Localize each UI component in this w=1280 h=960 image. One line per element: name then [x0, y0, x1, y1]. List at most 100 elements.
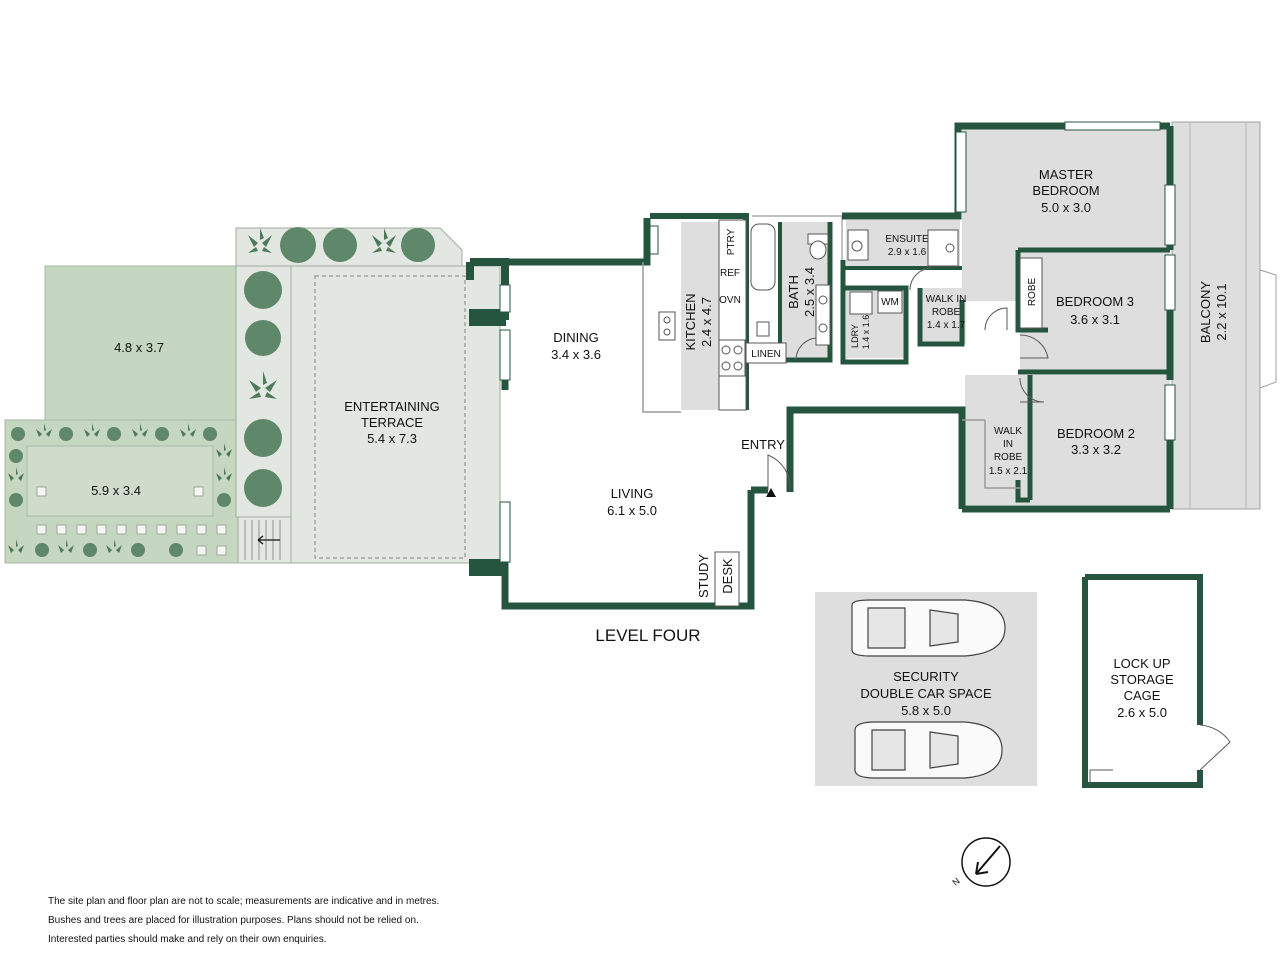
bedroom2-floor [965, 375, 1170, 505]
living-name: LIVING [611, 486, 654, 501]
balcony-name: BALCONY [1198, 281, 1213, 343]
robe-name: ROBE [1027, 278, 1038, 307]
ensuite-name: ENSUITE [885, 234, 929, 245]
desk-label: DESK [720, 558, 735, 594]
wir1-floor [922, 288, 966, 344]
master-bedroom-name: MASTER [1039, 167, 1093, 182]
storage-name-3: CAGE [1124, 688, 1161, 703]
terrace-dash [314, 275, 466, 559]
wir1-name-2: ROBE [932, 307, 961, 318]
disclaimer-line: Bushes and trees are placed for illustra… [48, 915, 419, 926]
wir1-name-1: WALK IN [926, 294, 967, 305]
master-bedroom-size: 5.0 x 3.0 [1041, 200, 1091, 215]
paver-squares [36, 486, 227, 556]
interior-floor [681, 121, 1277, 786]
bedroom2-name: BEDROOM 2 [1057, 426, 1135, 441]
balcony-floor [1171, 121, 1261, 510]
bath-toilet [756, 321, 770, 337]
toilet-bowl [809, 240, 827, 260]
hedge [8, 423, 232, 557]
bath-size: 2.5 x 3.4 [802, 267, 817, 317]
wm-label: WM [881, 297, 899, 308]
car-name-1: SECURITY [893, 669, 959, 684]
storage-name-2: STORAGE [1110, 672, 1174, 687]
bathtub [750, 223, 776, 291]
car-name-2: DOUBLE CAR SPACE [860, 686, 992, 701]
steps-arrow-icon [257, 535, 280, 545]
bedroom3-size: 3.6 x 3.1 [1070, 312, 1120, 327]
wir2-name-2: IN [1003, 439, 1013, 450]
disclaimer-line: Interested parties should make and rely … [48, 934, 327, 945]
entry-label: ENTRY [741, 437, 785, 452]
balcony-size: 2.2 x 10.1 [1214, 283, 1229, 340]
labels: MASTER BEDROOM 5.0 x 3.0 BEDROOM 3 3.6 x… [91, 167, 1229, 720]
wm-box [877, 290, 903, 314]
disclaimer: The site plan and floor plan are not to … [48, 892, 439, 949]
dining-name: DINING [553, 330, 599, 345]
plan-title: LEVEL FOUR [595, 626, 700, 645]
plants [8, 227, 435, 557]
wir1-size: 1.4 x 1.7 [927, 320, 966, 331]
storage-size: 2.6 x 5.0 [1117, 705, 1167, 720]
ensuite-size: 2.9 x 1.6 [888, 247, 927, 258]
garden-upper-size: 4.8 x 3.7 [114, 340, 164, 355]
living-size: 6.1 x 5.0 [607, 503, 657, 518]
storage-name-1: LOCK UP [1113, 656, 1170, 671]
kitchen-bench [718, 219, 747, 411]
fixtures [658, 219, 1043, 607]
balcony-ledge [1259, 269, 1277, 389]
compass-letter: N [950, 876, 961, 888]
wir2-size: 1.5 x 2.1 [989, 466, 1028, 477]
linen-box [745, 342, 787, 364]
fridge-label: REF [720, 268, 740, 279]
walls [466, 122, 1203, 788]
compass-icon [961, 837, 1011, 887]
terrace-name-2: TERRACE [361, 415, 423, 430]
garden-lower-size: 5.9 x 3.4 [91, 483, 141, 498]
laundry-tub [849, 291, 873, 315]
doors [767, 267, 1231, 785]
garden-lower-inner [26, 445, 214, 517]
shower-drain [945, 243, 955, 253]
laundry-size: 1.4 x 1.6 [861, 315, 871, 350]
study-label: STUDY [696, 554, 711, 598]
tree-icon [280, 227, 316, 263]
cooktop [718, 339, 746, 377]
tree-icon [401, 228, 435, 262]
desk-box [714, 551, 740, 607]
vanity [815, 284, 831, 346]
robe-box [1019, 257, 1043, 329]
oven-label: OVN [719, 295, 741, 306]
sink [818, 295, 828, 305]
terrace-size: 5.4 x 7.3 [367, 431, 417, 446]
sink [818, 323, 828, 333]
bedroom3-name: BEDROOM 3 [1056, 294, 1134, 309]
pantry-label: PTRY [726, 228, 737, 255]
car-size: 5.8 x 5.0 [901, 703, 951, 718]
terrace-name-1: ENTERTAINING [344, 399, 440, 414]
tree-icon [244, 271, 282, 309]
kitchen-size: 2.4 x 4.7 [699, 297, 714, 347]
bath-name: BATH [786, 275, 801, 309]
wir2-name-3: ROBE [994, 452, 1023, 463]
dining-size: 3.4 x 3.6 [551, 347, 601, 362]
wir2-name-1: WALK [994, 426, 1022, 437]
kitchen-floor [681, 222, 719, 410]
entry-arrow-icon [766, 488, 776, 497]
disclaimer-line: The site plan and floor plan are not to … [48, 896, 440, 907]
kitchen-name: KITCHEN [683, 293, 698, 350]
tree-icon [245, 320, 281, 356]
car-icon [854, 721, 1003, 779]
tree-icon [244, 419, 282, 457]
tree-icon [244, 469, 282, 507]
windows [499, 121, 1176, 563]
tree-icon [323, 228, 357, 262]
master-bedroom-name-2: BEDROOM [1032, 183, 1099, 198]
master-line: MASTER [1039, 167, 1093, 182]
bedroom2-size: 3.3 x 3.2 [1071, 442, 1121, 457]
shrub-icon [248, 228, 396, 399]
kitchen-sink [658, 311, 676, 341]
laundry-name: LDRY [850, 324, 860, 348]
car-icon [851, 599, 1006, 657]
